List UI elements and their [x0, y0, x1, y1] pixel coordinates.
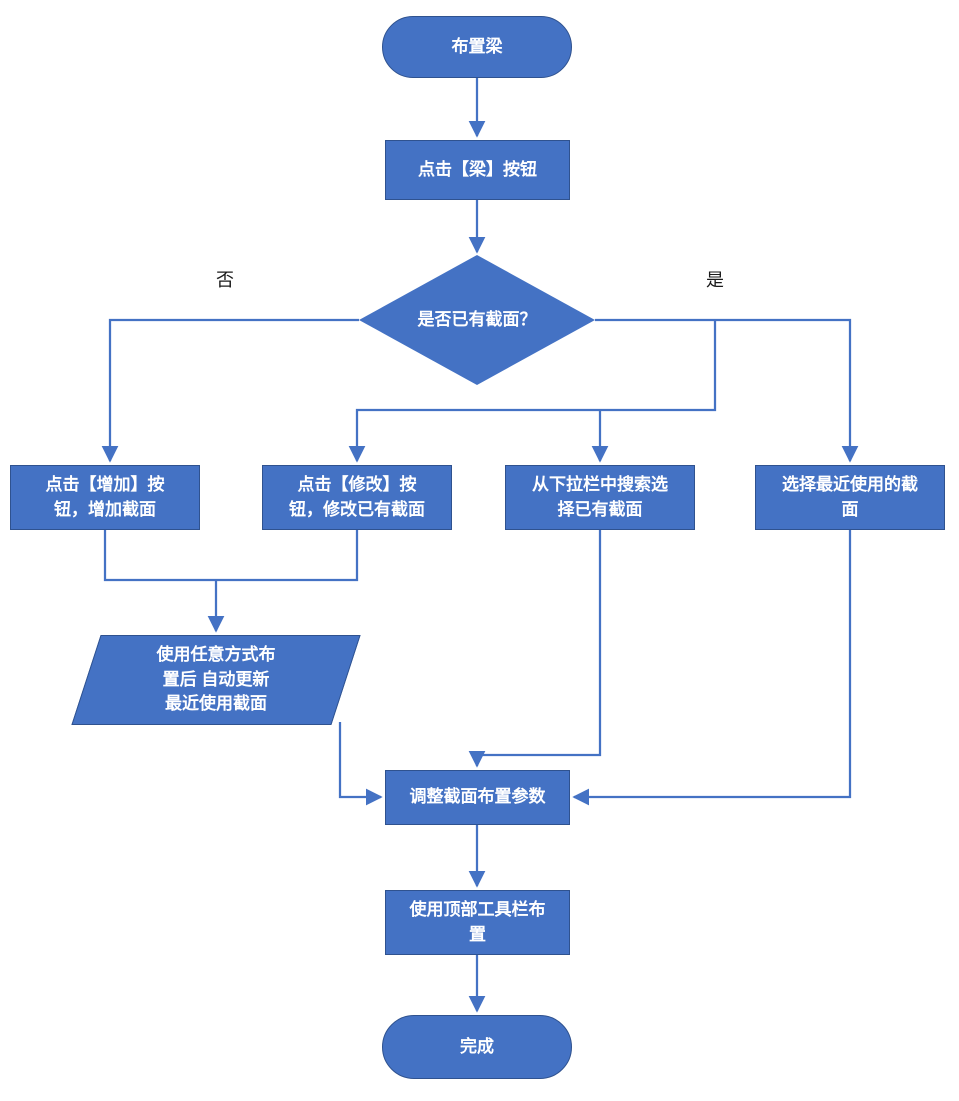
- node-adjust-params: 调整截面布置参数: [385, 770, 570, 825]
- node-start-label: 布置梁: [451, 36, 503, 56]
- connector-autoupdate-to-adjust: [338, 722, 383, 806]
- node-toolbar-layout-label: 使用顶部工具栏布 置: [409, 899, 546, 944]
- node-modify-section-label: 点击【修改】按 钮，修改已有截面: [289, 474, 425, 519]
- node-auto-update-label: 使用任意方式布 置后 自动更新 最近使用截面: [156, 645, 276, 714]
- node-search-section-label: 从下拉栏中搜索选 择已有截面: [532, 474, 668, 519]
- node-toolbar-layout: 使用顶部工具栏布 置: [385, 890, 570, 955]
- node-click-beam-label: 点击【梁】按钮: [418, 159, 537, 179]
- node-end: 完成: [382, 1015, 572, 1079]
- node-start: 布置梁: [382, 16, 572, 78]
- node-add-section: 点击【增加】按 钮，增加截面: [10, 465, 200, 530]
- connector-yes-to-recentsection: [595, 318, 859, 463]
- edge-label-no: 否: [216, 270, 234, 290]
- node-end-label: 完成: [460, 1036, 494, 1056]
- node-adjust-params-label: 调整截面布置参数: [409, 787, 546, 807]
- edge-label-yes: 是: [706, 270, 724, 290]
- connector-add-modify-join: [103, 530, 359, 582]
- node-decision-label: 是否已有截面？: [417, 309, 537, 329]
- node-decision-has-section: 是否已有截面？: [359, 255, 595, 385]
- node-recent-section: 选择最近使用的截 面: [755, 465, 945, 530]
- node-recent-section-label: 选择最近使用的截 面: [782, 474, 918, 519]
- node-auto-update: 使用任意方式布 置后 自动更新 最近使用截面: [71, 635, 361, 725]
- connector-search-to-adjust: [468, 530, 602, 768]
- node-click-beam-button: 点击【梁】按钮: [385, 140, 570, 200]
- connector-recent-to-adjust: [572, 530, 852, 806]
- node-add-section-label: 点击【增加】按 钮，增加截面: [45, 474, 165, 519]
- node-search-section: 从下拉栏中搜索选 择已有截面: [505, 465, 695, 530]
- connector-no-to-addsection: [101, 318, 359, 463]
- node-modify-section: 点击【修改】按 钮，修改已有截面: [262, 465, 452, 530]
